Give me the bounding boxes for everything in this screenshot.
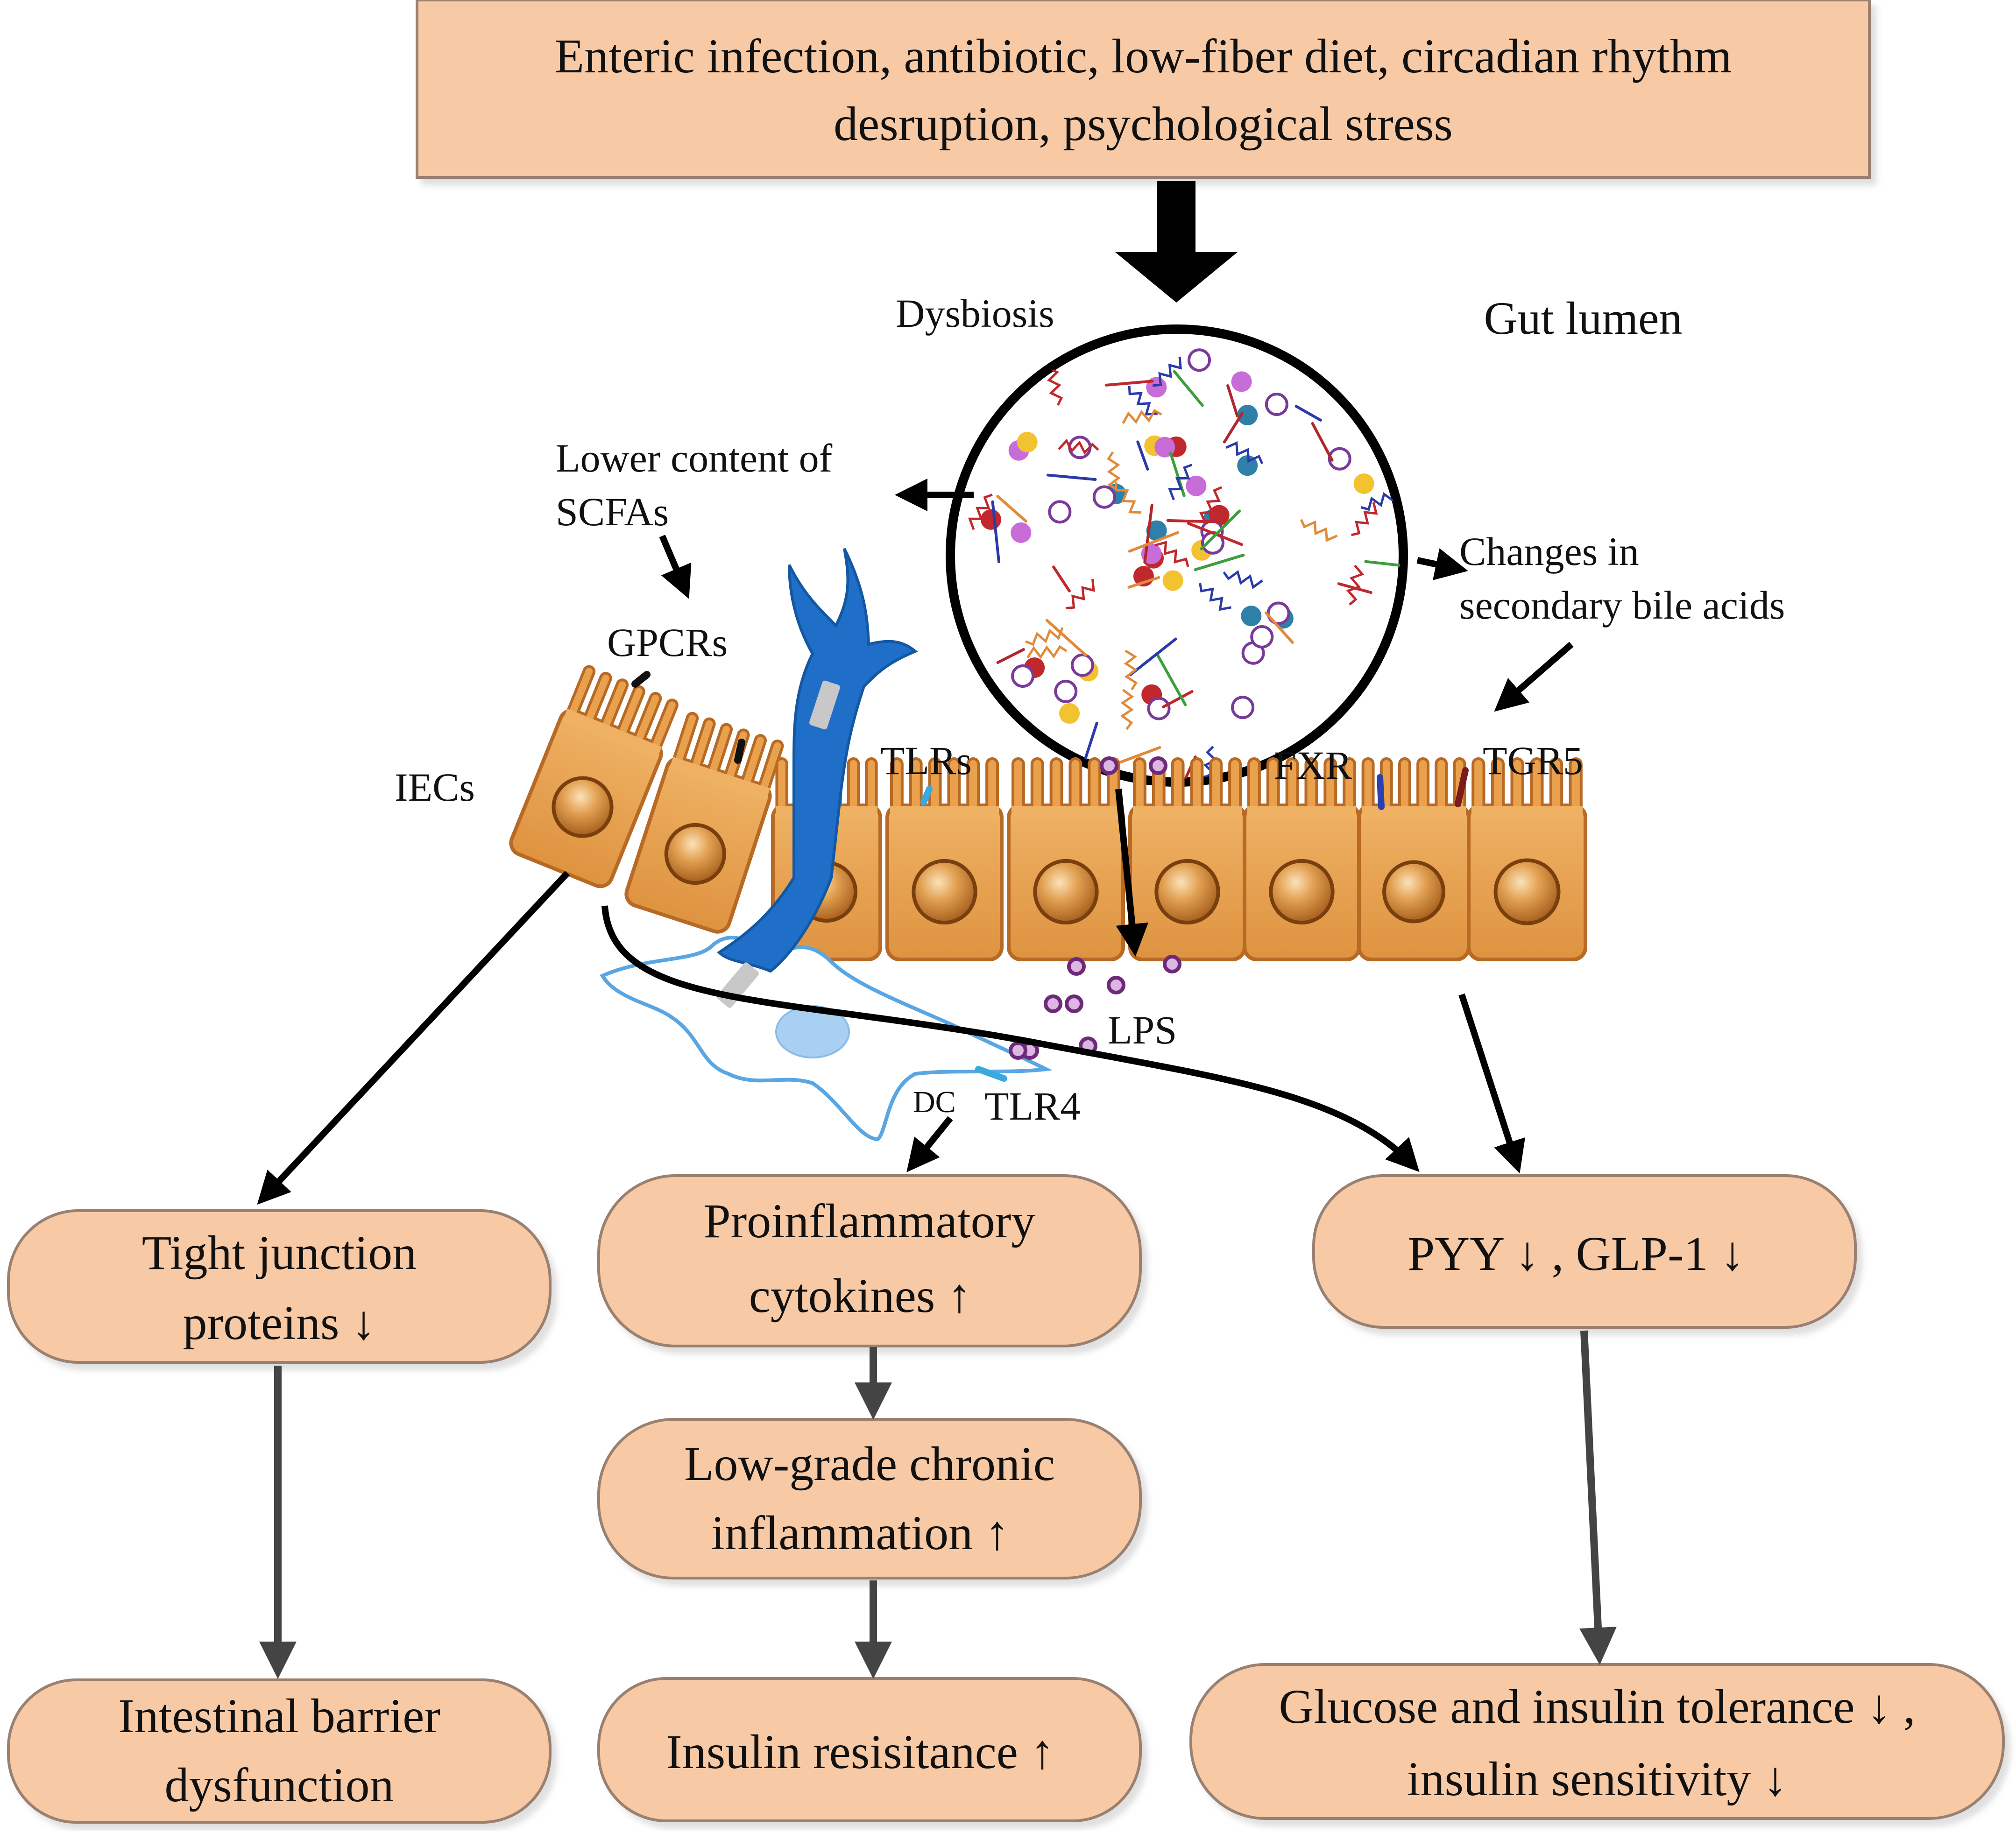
epithelial-cell xyxy=(1357,757,1471,961)
cytokines-line2: cytokines ↑ xyxy=(749,1269,972,1323)
scfa-label-line2: SCFAs xyxy=(556,489,669,534)
dendritic-cell xyxy=(600,548,1053,1142)
gpcrs-label: GPCRs xyxy=(607,620,728,665)
bile-label-line2: secondary bile acids xyxy=(1459,583,1785,627)
lowgrade-line1: Low-grade chronic xyxy=(684,1437,1055,1491)
gpcr-receptor-2 xyxy=(734,739,745,764)
tlr4-label: TLR4 xyxy=(984,1084,1080,1128)
arrow-pyy-to-glucose xyxy=(1579,1330,1617,1665)
tlr4-receptor xyxy=(975,1066,1007,1082)
arrow-bile-to-tgr5 xyxy=(1494,642,1574,712)
top-box-line1: Enteric infection, antibiotic, low-fiber… xyxy=(554,29,1732,83)
arrow-to-bile xyxy=(1416,548,1468,580)
fxr-label: FXR xyxy=(1274,743,1352,788)
epithelial-cell xyxy=(1128,757,1246,961)
iecs-label: IECs xyxy=(395,765,475,810)
bacteria-cluster xyxy=(968,348,1400,779)
tgr5-label: TGR5 xyxy=(1483,738,1583,783)
low-grade-inflammation-box: Low-grade chronic inflammation ↑ xyxy=(597,1418,1142,1579)
intestinal-epithelium xyxy=(509,665,1587,961)
dc-label: DC xyxy=(913,1085,956,1119)
lowgrade-line2: inflammation ↑ xyxy=(711,1506,1009,1560)
epithelial-cell xyxy=(624,712,784,934)
cytokines-line1: Proinflammatory xyxy=(704,1194,1036,1248)
intestinal-barrier-box: Intestinal barrier dysfunction xyxy=(7,1678,552,1824)
tight-junction-box: Tight junction proteins ↓ xyxy=(7,1209,552,1364)
tgr5-receptor xyxy=(1455,767,1469,807)
dysbiosis-label: Dysbiosis xyxy=(896,291,1054,336)
glucose-insulin-box: Glucose and insulin tolerance ↓ , insuli… xyxy=(1189,1663,2005,1820)
lps-particles xyxy=(1009,756,1181,1060)
bile-label-line1: Changes in xyxy=(1459,529,1639,574)
pyy-glp1-box: PYY ↓ , GLP-1 ↓ xyxy=(1312,1174,1857,1329)
insulin-resistance-text: Insulin resisitance ↑ xyxy=(666,1725,1054,1779)
cytokines-box: Proinflammatory cytokines ↑ xyxy=(597,1174,1142,1347)
arrow-tlr4-to-cytokines xyxy=(906,1116,953,1172)
arrow-iecs-to-tight-junction xyxy=(257,871,570,1205)
barrier-line2: dysfunction xyxy=(164,1758,394,1812)
big-down-arrow xyxy=(1115,181,1238,303)
glucose-line1: Glucose and insulin tolerance ↓ , xyxy=(1279,1680,1915,1734)
tight-junction-line1: Tight junction xyxy=(142,1226,417,1280)
glucose-line2: insulin sensitivity ↓ xyxy=(1407,1752,1788,1806)
gpcr-receptor xyxy=(631,671,651,688)
tlrs-label: TLRs xyxy=(880,738,972,783)
top-box-shape xyxy=(416,0,1871,179)
top-cause-box: Enteric infection, antibiotic, low-fiber… xyxy=(416,0,1871,179)
top-box-line2: desruption, psychological stress xyxy=(834,97,1453,151)
fxr-receptor xyxy=(1377,774,1385,810)
dysbiosis-lumen-circle xyxy=(946,324,1408,787)
epithelial-cell xyxy=(509,665,679,888)
gut-lumen-label: Gut lumen xyxy=(1484,292,1683,344)
arrow-curve-to-pyy xyxy=(601,905,1420,1172)
insulin-resistance-box: Insulin resisitance ↑ xyxy=(597,1677,1142,1822)
arrow-tgr5-to-pyy xyxy=(1458,993,1526,1174)
scfa-label-line1: Lower content of xyxy=(556,436,833,480)
barrier-line1: Intestinal barrier xyxy=(118,1689,440,1743)
arrow-scfa-to-gpcrs xyxy=(659,535,692,599)
arrow-lps-through-epithelium xyxy=(1115,789,1149,957)
epithelial-cell xyxy=(1007,757,1125,961)
tlr-receptor xyxy=(920,786,933,805)
pyy-glp1-text: PYY ↓ , GLP-1 ↓ xyxy=(1408,1227,1744,1281)
epithelial-cell xyxy=(885,757,1004,961)
lps-label: LPS xyxy=(1108,1008,1177,1052)
tight-junction-line2: proteins ↓ xyxy=(183,1296,375,1350)
epithelial-cell xyxy=(1467,757,1587,961)
epithelial-cell xyxy=(1243,757,1361,961)
